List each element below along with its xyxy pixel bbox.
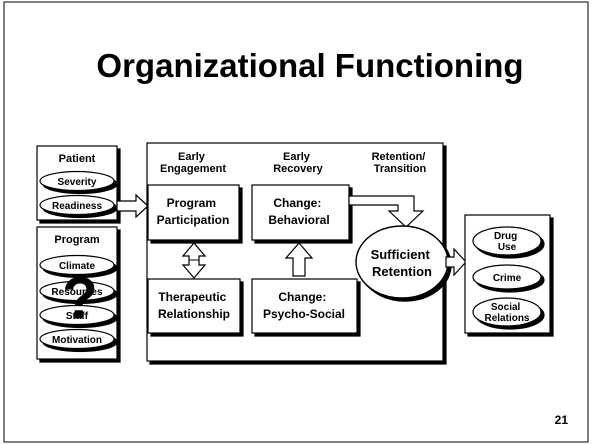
program-item-label: Motivation (52, 335, 102, 346)
program-item-motivation: Motivation (39, 328, 115, 350)
outcome-label: Social Relations (484, 302, 529, 324)
program-participation-box: Program Participation (147, 184, 240, 241)
program-participation-label: Program Participation (157, 196, 230, 227)
patient-item-readiness: Readiness (39, 194, 115, 216)
input-arrow (116, 193, 149, 219)
page-number: 21 (555, 413, 569, 427)
patient-item-severity: Severity (39, 170, 115, 192)
program-box: Program Climate Resources Staff Motivati… (36, 226, 118, 360)
outcome-social-relations: Social Relations (472, 297, 542, 327)
program-item-label: Resources (51, 287, 103, 298)
up-arrow-middle (284, 242, 314, 277)
change-behavioral-box: Change: Behavioral (251, 184, 350, 241)
outcome-crime: Crime (472, 264, 542, 290)
change-psychosocial-box: Change: Psycho-Social (251, 278, 358, 334)
patient-box: Patient Severity Readiness (36, 145, 118, 221)
column-header-retention-transition: Retention/ Transition (372, 151, 429, 175)
change-behavioral-label: Change: Behavioral (268, 196, 329, 227)
program-item-staff: Staff (39, 304, 115, 326)
sufficient-retention-ellipse: Sufficient Retention (355, 225, 449, 299)
outcome-drug-use: Drug Use (472, 226, 542, 256)
column-header-early-engagement: Early Engagement (160, 151, 226, 175)
patient-heading: Patient (59, 153, 96, 165)
outcome-label: Crime (493, 273, 522, 284)
program-item-label: Climate (59, 261, 96, 272)
bent-arrow-right (348, 195, 425, 228)
patient-item-label: Severity (58, 177, 97, 188)
program-item-resources: Resources (39, 280, 115, 302)
slide-title: Organizational Functioning (96, 47, 523, 84)
output-arrow (445, 247, 467, 277)
outcomes-box: Drug Use Crime Social Relations (464, 214, 551, 334)
therapeutic-relationship-label: Therapeutic Relationship (158, 290, 230, 321)
outcome-label: Drug Use (494, 231, 520, 253)
therapeutic-relationship-box: Therapeutic Relationship (147, 278, 241, 334)
question-mark-icon: ? (62, 266, 97, 331)
patient-item-label: Readiness (52, 201, 102, 212)
program-item-climate: Climate (39, 254, 115, 276)
program-item-label: Staff (66, 311, 89, 322)
column-header-early-recovery: Early Recovery (273, 151, 323, 175)
change-psychosocial-label: Change: Psycho-Social (263, 290, 345, 321)
program-heading: Program (54, 234, 99, 246)
sufficient-retention-label: Sufficient Retention (371, 247, 434, 279)
